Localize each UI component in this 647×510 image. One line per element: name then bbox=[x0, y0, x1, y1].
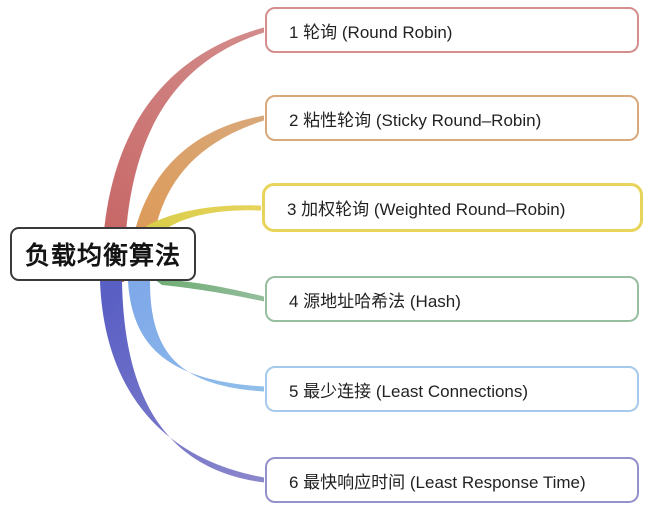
branch-node-label: 3 加权轮询 (Weighted Round–Robin) bbox=[287, 200, 566, 219]
branch-node-label: 2 粘性轮询 (Sticky Round–Robin) bbox=[289, 110, 542, 130]
branch-node-label: 4 源地址哈希法 (Hash) bbox=[289, 291, 461, 311]
branch-node-label: 5 最少连接 (Least Connections) bbox=[289, 381, 529, 401]
branch-node-least-connections[interactable]: 5 最少连接 (Least Connections) bbox=[265, 366, 639, 412]
branch-node-round-robin[interactable]: 1 轮询 (Round Robin) bbox=[265, 7, 639, 53]
branch-node-sticky-round-robin[interactable]: 2 粘性轮询 (Sticky Round–Robin) bbox=[265, 95, 639, 141]
branch-node-weighted-round-robin[interactable]: 3 加权轮询 (Weighted Round–Robin) bbox=[262, 183, 643, 232]
root-node-label: 负载均衡算法 bbox=[24, 242, 181, 270]
branch-connector-4 bbox=[154, 279, 264, 302]
branch-node-least-response-time[interactable]: 6 最快响应时间 (Least Response Time) bbox=[265, 457, 639, 503]
branch-node-label: 1 轮询 (Round Robin) bbox=[289, 22, 453, 42]
branch-connector-5 bbox=[128, 281, 264, 392]
branch-connector-6 bbox=[100, 281, 264, 483]
branch-node-source-hash[interactable]: 4 源地址哈希法 (Hash) bbox=[265, 276, 639, 322]
root-node[interactable]: 负载均衡算法 bbox=[10, 227, 196, 281]
branch-node-label: 6 最快响应时间 (Least Response Time) bbox=[289, 472, 586, 492]
